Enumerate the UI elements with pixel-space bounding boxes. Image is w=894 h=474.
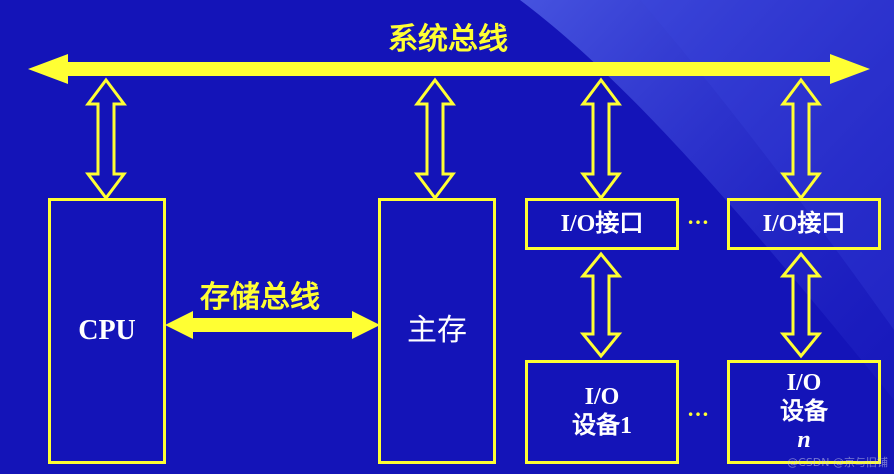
memory-bus-connector-arrow	[414, 77, 456, 201]
io-device-n-label-line1: I/O	[786, 369, 822, 396]
io-device-n-label-suffix: n	[797, 427, 811, 454]
io-interface-1-label: I/O接口	[560, 210, 644, 237]
io-interface-1-box: I/O接口	[525, 198, 679, 250]
io-interface-n-bus-connector-arrow	[780, 77, 822, 201]
io-device-1-label-line2: 设备1	[572, 413, 632, 439]
io-interface-n-label: I/O接口	[762, 210, 846, 237]
cpu-label: CPU	[78, 315, 136, 347]
io-device-1-label-line1: I/O	[584, 384, 620, 411]
storage-bus-label: 存储总线	[200, 280, 320, 315]
cpu-box: CPU	[48, 198, 166, 464]
system-bus-label: 系统总线	[388, 22, 508, 57]
system-bus-arrow	[28, 54, 870, 84]
io-device-1-box: I/O 设备1	[525, 360, 679, 464]
storage-bus-arrow	[165, 311, 380, 339]
io-interface-n-box: I/O接口	[727, 198, 881, 250]
device-ellipsis: …	[687, 396, 711, 421]
watermark: @CSDN @京与旧铺	[787, 456, 888, 469]
io-device-n-connector-arrow	[779, 251, 823, 359]
main-memory-label: 主存	[407, 313, 467, 348]
interface-ellipsis: …	[687, 204, 711, 229]
main-memory-box: 主存	[378, 198, 496, 464]
io-device-1-connector-arrow	[579, 251, 623, 359]
cpu-bus-connector-arrow	[85, 77, 127, 201]
io-device-n-label-prefix: 设备	[780, 398, 828, 425]
io-interface-1-bus-connector-arrow	[580, 77, 622, 201]
